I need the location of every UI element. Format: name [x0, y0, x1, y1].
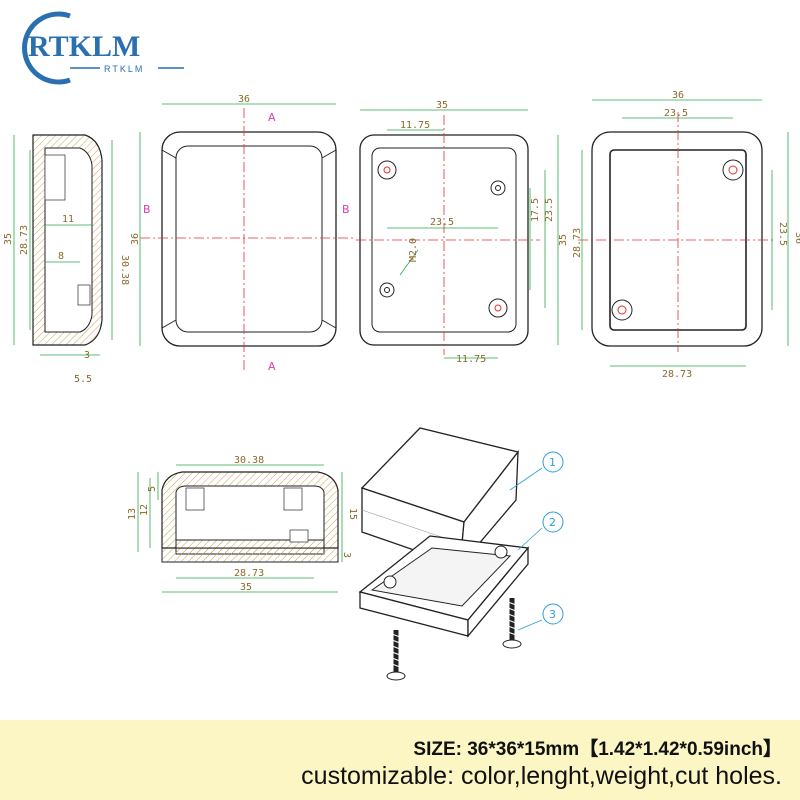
- side-section-view: 35 28.73 30.38 11 8 3 5.5: [3, 134, 130, 385]
- side-dim-55: 5.5: [74, 374, 92, 385]
- top-view: 36 36 A A B B: [130, 94, 356, 373]
- base-dim-2873-bottom: 28.73: [662, 369, 692, 380]
- bottom-dim-1175-bottom: 11.75: [456, 354, 486, 365]
- bottom-dim-1175-top: 11.75: [400, 120, 430, 131]
- section-marker-a-top: A: [268, 111, 276, 124]
- customizable-note: customizable: color,lenght,weight,cut ho…: [301, 762, 782, 790]
- callout-3: [542, 603, 564, 625]
- size-spec: SIZE: 36*36*15mm【1.42*1.42*0.59inch】: [413, 739, 782, 760]
- front-dim-15: 15: [347, 508, 358, 520]
- callout-3-label: 3: [549, 608, 556, 621]
- section-marker-b-left: B: [143, 203, 151, 216]
- front-dim-2873: 28.73: [234, 568, 264, 579]
- front-dim-3: 3: [341, 552, 352, 558]
- part-screw-left: [386, 630, 406, 681]
- side-dim-11: 11: [62, 214, 74, 225]
- callout-1: [542, 451, 564, 473]
- part-base: [358, 535, 530, 638]
- section-marker-b-right: B: [342, 203, 350, 216]
- bottom-dim-235-h: 23.5: [430, 217, 454, 228]
- base-height-36: 36: [793, 232, 800, 244]
- front-dim-5: 5: [147, 486, 158, 492]
- logo-subtext: RTKLM: [104, 64, 144, 74]
- bottom-view: 35 11.75 11.75 23.5 17.5 23.5 35 M2.0: [356, 100, 569, 365]
- side-height-2873: 28.73: [19, 225, 30, 255]
- bottom-dim-235-v: 23.5: [544, 198, 555, 222]
- section-marker-a-bottom: A: [268, 360, 276, 373]
- front-dim-12: 12: [139, 504, 150, 516]
- brand-logo: RTKLM RTKLM: [22, 11, 184, 85]
- base-width-36: 36: [672, 90, 684, 101]
- spec-footer: SIZE: 36*36*15mm【1.42*1.42*0.59inch】 cus…: [0, 720, 800, 800]
- base-dim-235-right: 23.5: [777, 222, 788, 246]
- base-view: 36 23.5 28.73 28.73 23.5 36: [572, 90, 800, 380]
- front-dim-35: 35: [240, 582, 252, 593]
- base-dim-2873-left: 28.73: [572, 228, 583, 258]
- base-dim-235-top: 23.5: [664, 108, 688, 119]
- technical-drawing: 35 28.73 30.38 11 8 3 5.5 36 36 A A B B: [3, 90, 800, 681]
- bottom-hole-m2: M2.0: [408, 238, 419, 262]
- front-section-view: 30.38 28.73 35 13 12 5 15 3: [127, 455, 358, 593]
- bottom-height-35: 35: [558, 234, 569, 246]
- bottom-width-35: 35: [436, 100, 448, 111]
- side-height-3038: 30.38: [119, 255, 130, 285]
- top-width-36: 36: [238, 94, 250, 105]
- front-dim-13: 13: [127, 508, 138, 520]
- side-dim-3: 3: [84, 350, 90, 361]
- part-screw-right: [502, 598, 522, 649]
- exploded-assembly: 1 2 3: [358, 427, 564, 681]
- logo-text: RTKLM: [28, 30, 140, 63]
- callout-2-label: 2: [549, 516, 556, 529]
- bottom-dim-175: 17.5: [530, 198, 541, 222]
- callout-2: [542, 511, 564, 533]
- side-height-35: 35: [3, 233, 14, 245]
- front-dim-3038: 30.38: [234, 455, 264, 466]
- callout-1-label: 1: [549, 456, 556, 469]
- top-height-36: 36: [130, 233, 141, 245]
- side-dim-8: 8: [58, 251, 64, 262]
